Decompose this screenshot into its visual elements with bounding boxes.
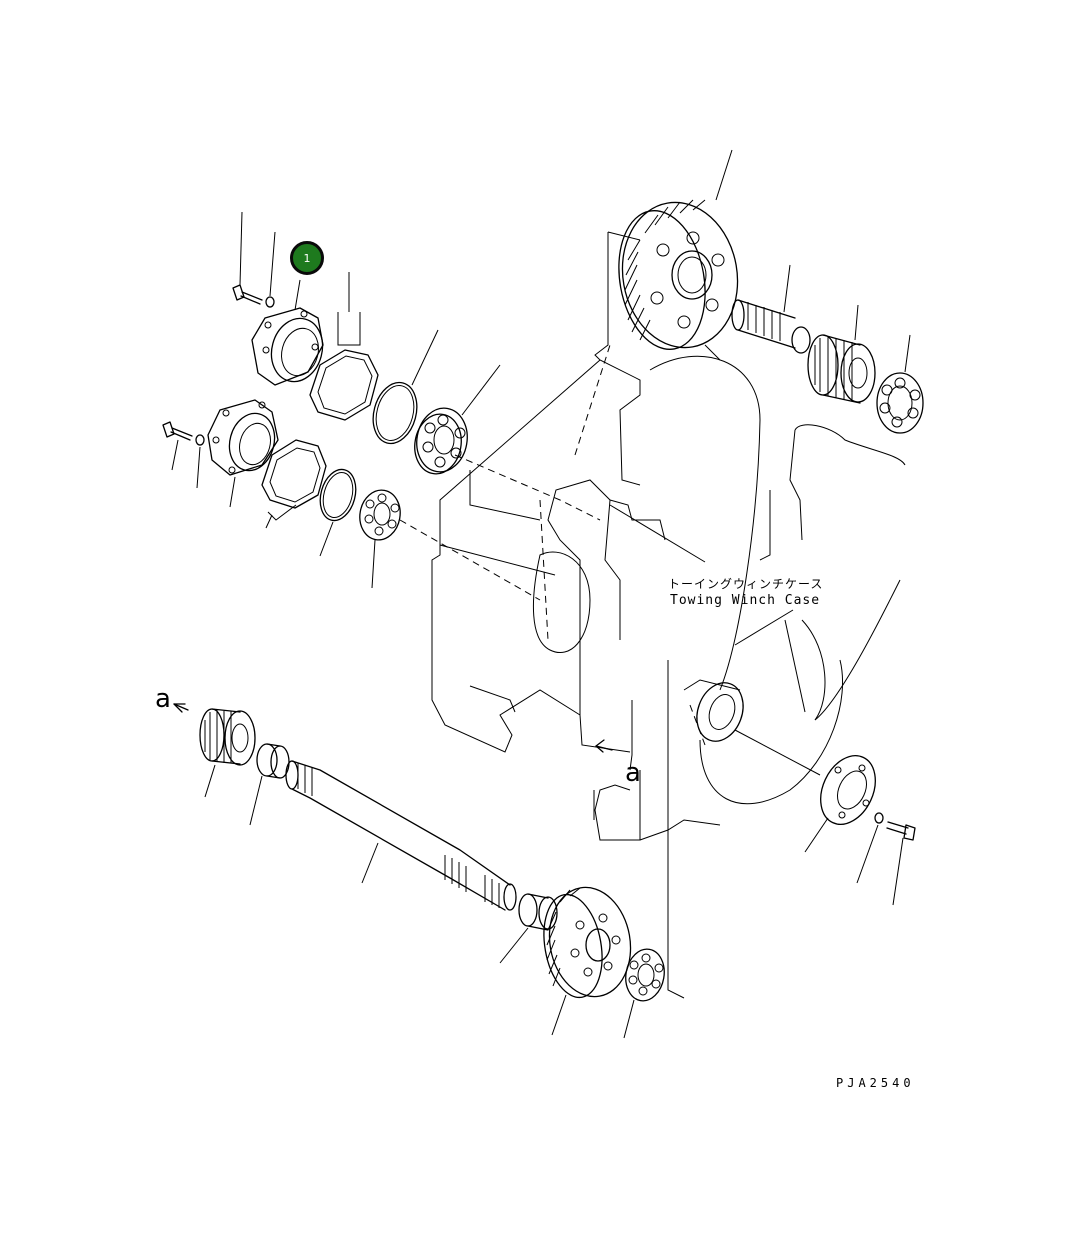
leader-line [439, 544, 556, 576]
bolt-right [886, 821, 916, 906]
bolt-lower [162, 421, 193, 471]
leader-case-lower [734, 609, 794, 646]
bearing-lower [359, 489, 401, 589]
bearing-bottom [623, 948, 665, 1039]
leader-case [609, 504, 706, 563]
axis-lines [399, 344, 706, 746]
sleeve-gear-left [199, 708, 256, 798]
view-arrow-label-left: a [155, 684, 171, 714]
shim-upper [309, 272, 379, 421]
o-ring-lower [319, 468, 357, 557]
case-label-english: Towing Winch Case [670, 593, 821, 608]
bearing-upper [414, 364, 501, 475]
washer-right [856, 812, 884, 884]
arrow-a-left [173, 703, 189, 711]
short-shaft [731, 264, 811, 354]
large-gear-bottom [543, 886, 632, 1036]
case-label-japanese: トーイングウィンチケース [668, 577, 824, 591]
drawing-number: PJA2540 [836, 1076, 915, 1090]
long-shaft [285, 760, 517, 911]
washer-lower [195, 434, 205, 489]
cover-lower [207, 399, 279, 508]
bolt-upper [232, 211, 263, 305]
o-ring-upper [372, 329, 439, 445]
washer-upper [265, 231, 276, 308]
arrow-a-left-head [173, 703, 186, 713]
sleeve-gear-right [807, 304, 876, 404]
large-gear-top [618, 149, 739, 350]
cover-upper [251, 279, 324, 386]
arrow-a-right-head [595, 739, 605, 753]
case-opening [696, 682, 821, 776]
cover-right [804, 755, 876, 853]
collar-left [249, 743, 290, 826]
arrow-a-right [595, 745, 613, 751]
part-callout-1[interactable]: 1 [290, 241, 324, 275]
shim-lower [261, 439, 327, 529]
leader-case-right [784, 619, 806, 713]
towing-winch-case-outline [431, 231, 906, 999]
bearing-top-right [876, 334, 924, 434]
view-arrow-label-right: a [625, 758, 641, 788]
